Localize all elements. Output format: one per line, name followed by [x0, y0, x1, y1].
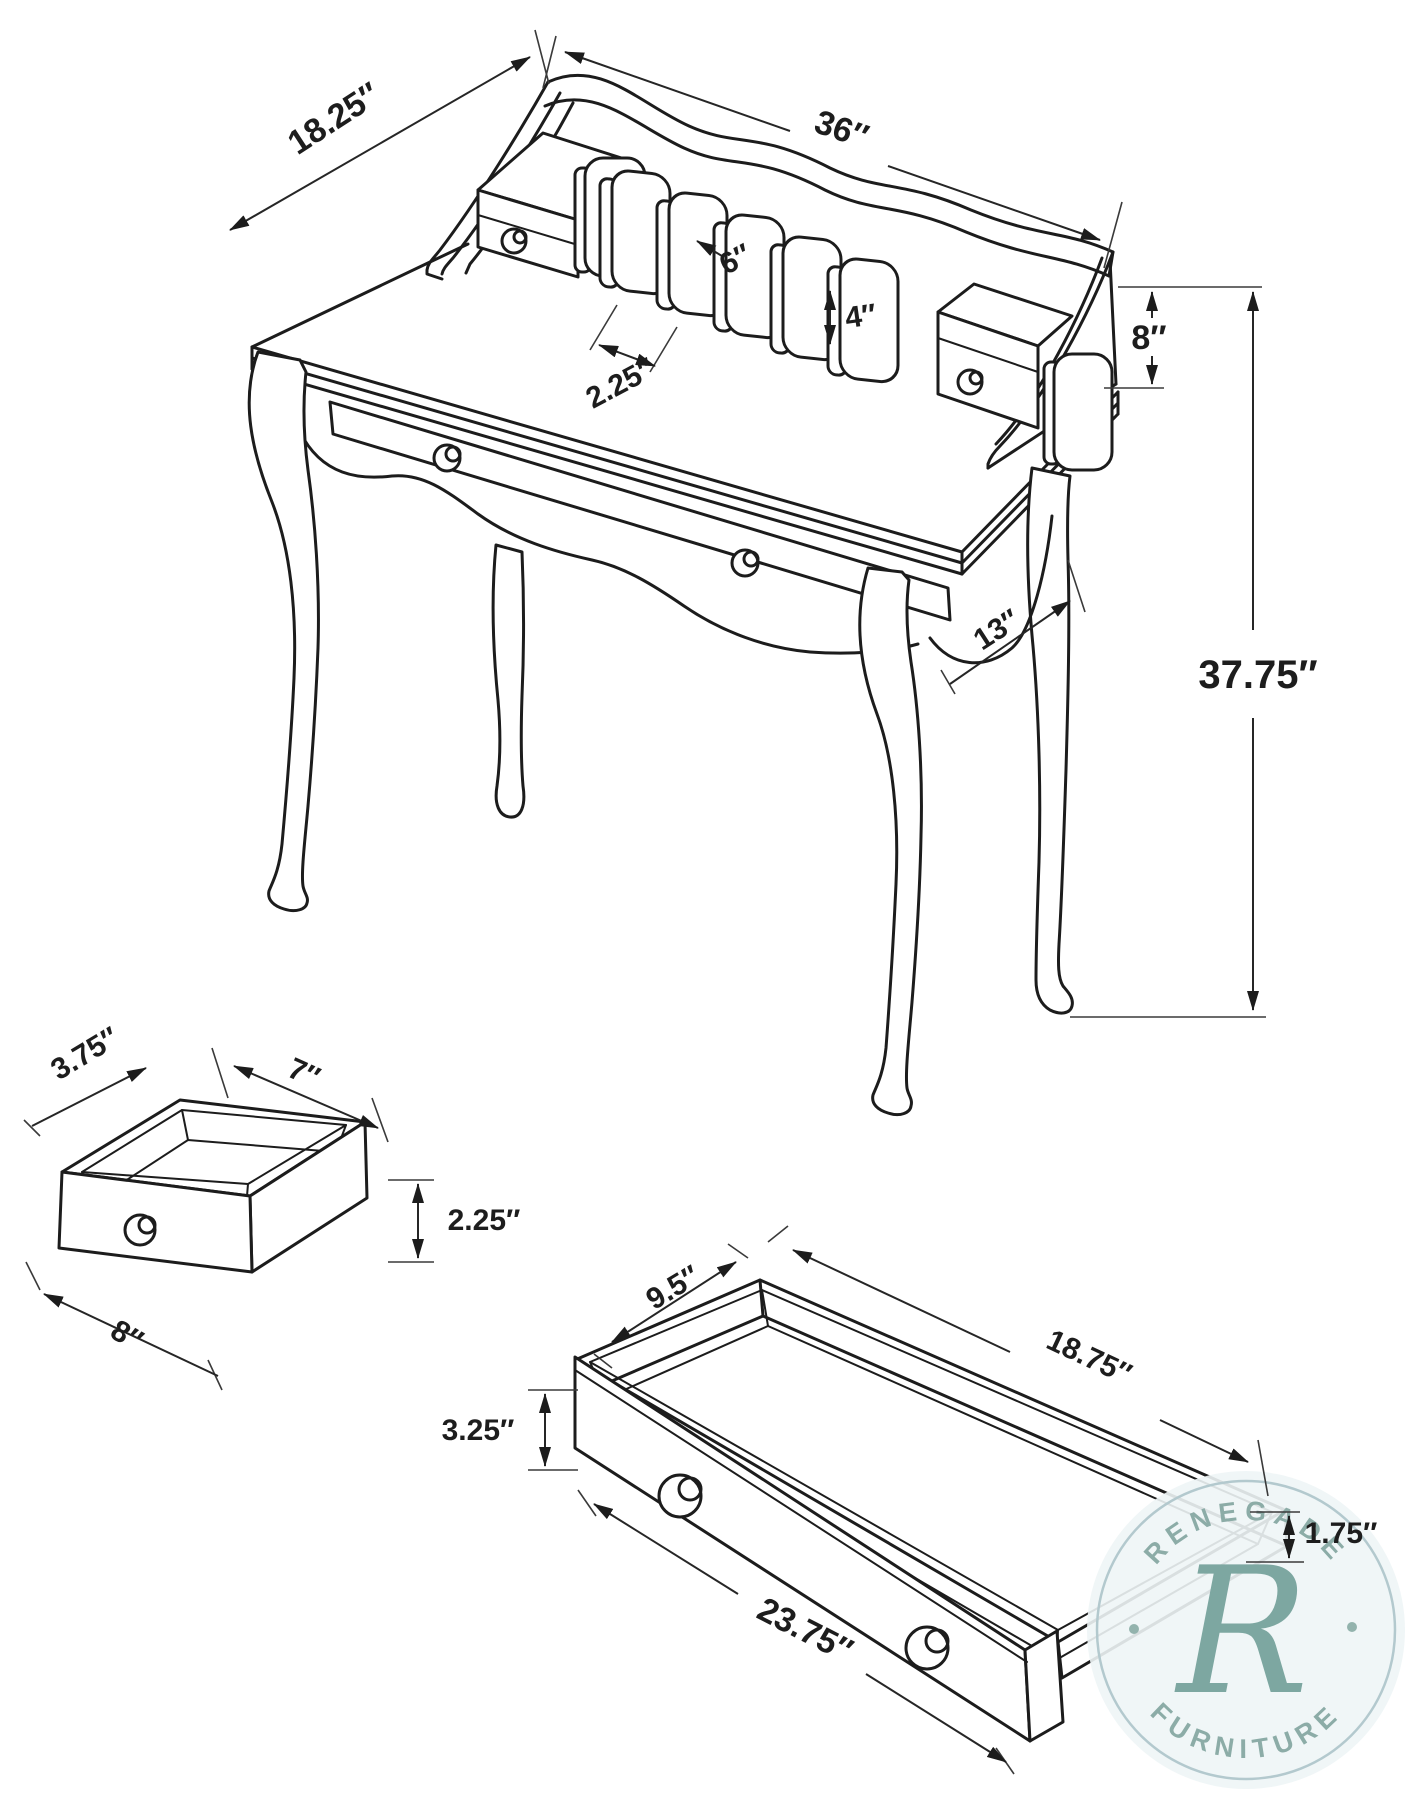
desk-leg-front-left [247, 350, 320, 913]
watermark-dot-right [1347, 1622, 1357, 1632]
desk-leg-back-left [491, 543, 526, 819]
desk-drawing [247, 73, 1120, 1117]
desk-drawer-front [328, 400, 952, 622]
drawer-knob-detail [742, 550, 760, 568]
watermark-dot-left [1129, 1624, 1139, 1634]
large-drawer-front-panel [573, 1355, 1065, 1743]
desk-leg-back-right [1026, 466, 1074, 1015]
dimension-lines [23, 29, 1304, 1775]
small-drawer-knob [137, 1215, 157, 1235]
dim-small-drawer-top-width: 7″ [283, 1052, 325, 1095]
dim-small-drawer-front-width: 8″ [105, 1314, 148, 1358]
desk-side-apron [928, 514, 1054, 665]
dim-leg-span: 13″ [968, 603, 1026, 657]
hutch-knob-detail [968, 370, 984, 386]
drawer-knob-detail [444, 445, 462, 463]
hutch-drawer-right [936, 282, 1074, 430]
dim-large-drawer-side-height: 1.75″ [1305, 1517, 1378, 1550]
small-drawer-drawing [57, 1098, 369, 1274]
watermark-logo: RENEGADE FURNITURE R [1087, 1471, 1405, 1789]
hutch-divider-board-right [1042, 352, 1114, 472]
dim-slot-gap: 2.25″ [581, 352, 661, 415]
large-drawer-knob [677, 1476, 703, 1502]
desk-leg-front-right [858, 566, 923, 1117]
dim-hutch-height: 8″ [1131, 319, 1166, 357]
large-drawer-knob [924, 1628, 950, 1654]
watermark-circle [1087, 1471, 1405, 1789]
dim-overall-height: 37.75″ [1198, 653, 1317, 697]
watermark-monogram: R [1174, 1531, 1309, 1734]
desk-front-apron [298, 430, 920, 655]
dim-small-drawer-depth: 3.75″ [45, 1021, 124, 1087]
hutch-knob-detail [512, 229, 528, 245]
dim-small-drawer-height: 2.25″ [448, 1204, 521, 1237]
dim-divider-height: 4″ [843, 298, 878, 335]
dim-large-drawer-top-width: 18.75″ [1042, 1324, 1137, 1392]
dim-desk-width: 36″ [810, 103, 874, 157]
dim-large-drawer-front-height: 3.25″ [442, 1414, 515, 1447]
